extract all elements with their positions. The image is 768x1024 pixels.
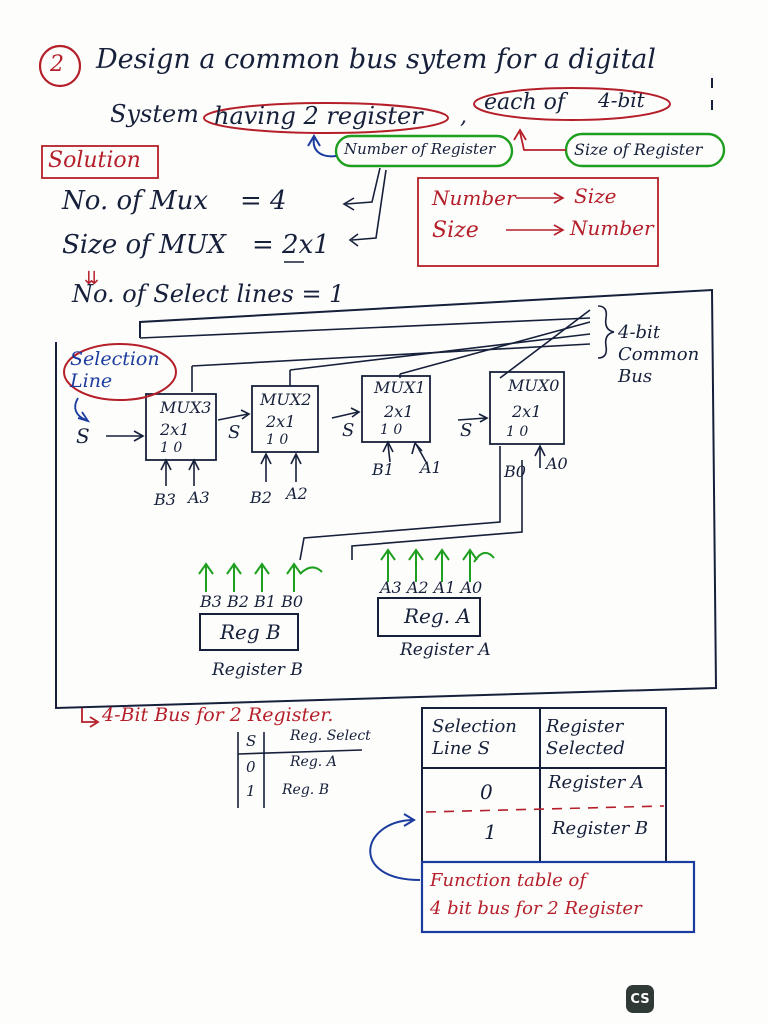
select-s-mux0: S xyxy=(460,420,473,441)
question-having: having 2 register xyxy=(214,102,423,130)
register-a-bits: A3 A2 A1 A0 xyxy=(380,578,483,597)
small-table-row1-reg: Reg. B xyxy=(282,782,329,798)
mux-count-value: = 4 xyxy=(240,186,287,216)
question-line-1: Design a common bus sytem for a digital xyxy=(96,44,656,75)
mux3-name: MUX3 xyxy=(160,398,212,417)
mux0-pins: 1 0 xyxy=(506,424,529,440)
select-s-mux3: S xyxy=(76,424,90,448)
mux2-input-b: B2 xyxy=(250,488,272,507)
mux3-size: 2x1 xyxy=(160,420,190,439)
selection-line-label: Selection Line xyxy=(70,348,160,392)
select-s-mux2: S xyxy=(228,422,241,443)
register-b-bits: B3 B2 B1 B0 xyxy=(200,592,304,611)
rule-size-2: Size xyxy=(432,218,479,243)
rule-number: Number xyxy=(432,186,516,210)
mux-size-value: = 2x1 xyxy=(252,230,330,260)
register-b-caption: Register B xyxy=(212,660,303,680)
note-number-of-register: Number of Register xyxy=(344,140,496,158)
mux2-input-a: A2 xyxy=(286,484,308,503)
mux3-pins: 1 0 xyxy=(160,440,183,456)
function-table-row0-s: 0 xyxy=(480,780,493,804)
camscanner-badge: CS xyxy=(626,985,654,1013)
small-table-row0-reg: Reg. A xyxy=(290,754,337,770)
bus-label: 4-bit Common Bus xyxy=(618,322,700,387)
small-table-row1-s: 1 xyxy=(246,782,256,800)
mux0-name: MUX0 xyxy=(508,376,560,395)
function-table-caption-line2: 4 bit bus for 2 Register xyxy=(430,898,642,919)
function-table-row0-register: Register A xyxy=(548,772,644,793)
mux2-pins: 1 0 xyxy=(266,432,289,448)
svg-text:⇊: ⇊ xyxy=(84,268,99,289)
register-b-box: Reg B xyxy=(220,620,281,644)
function-table-row1-s: 1 xyxy=(484,820,497,844)
bus-caption: 4-Bit Bus for 2 Register. xyxy=(102,704,334,726)
register-a-caption: Register A xyxy=(400,640,491,660)
question-each: each of xyxy=(484,90,566,115)
select-s-mux1: S xyxy=(342,420,355,441)
mux-count-label: No. of Mux xyxy=(62,186,209,216)
mux1-input-b: B1 xyxy=(372,460,394,479)
question-number: 2 xyxy=(50,52,64,77)
question-comma: , xyxy=(460,104,467,129)
solution-label: Solution xyxy=(48,148,141,173)
rule-number-2: Number xyxy=(570,216,654,240)
function-table-row1-register: Register B xyxy=(552,818,649,839)
mux1-pins: 1 0 xyxy=(380,422,403,438)
mux1-name: MUX1 xyxy=(374,378,426,397)
mux1-size: 2x1 xyxy=(384,402,414,421)
mux0-input-b: B0 xyxy=(504,462,526,481)
mux0-input-a: A0 xyxy=(546,454,568,473)
small-table-header-s: S xyxy=(246,732,257,750)
mux-size-label: Size of MUX xyxy=(62,230,227,260)
function-table-header-register: Register Selected xyxy=(546,716,625,759)
select-lines-count: No. of Select lines = 1 xyxy=(72,280,345,308)
mux0-size: 2x1 xyxy=(512,402,542,421)
function-table-header-selection: Selection Line S xyxy=(432,716,517,759)
mux1-input-a: A1 xyxy=(420,458,442,477)
mux3-input-b: B3 xyxy=(154,490,176,509)
question-bits: 4-bit xyxy=(598,88,645,112)
mux3-input-a: A3 xyxy=(188,488,210,507)
function-table-caption-line1: Function table of xyxy=(430,870,587,891)
mux2-name: MUX2 xyxy=(260,390,312,409)
register-a-box: Reg. A xyxy=(404,604,471,628)
small-table-row0-s: 0 xyxy=(246,758,256,776)
small-table-header-reg: Reg. Select xyxy=(290,728,371,744)
note-size-of-register: Size of Register xyxy=(574,140,703,159)
mux2-size: 2x1 xyxy=(266,412,296,431)
rule-size: Size xyxy=(574,184,617,208)
question-system: System xyxy=(110,100,199,128)
